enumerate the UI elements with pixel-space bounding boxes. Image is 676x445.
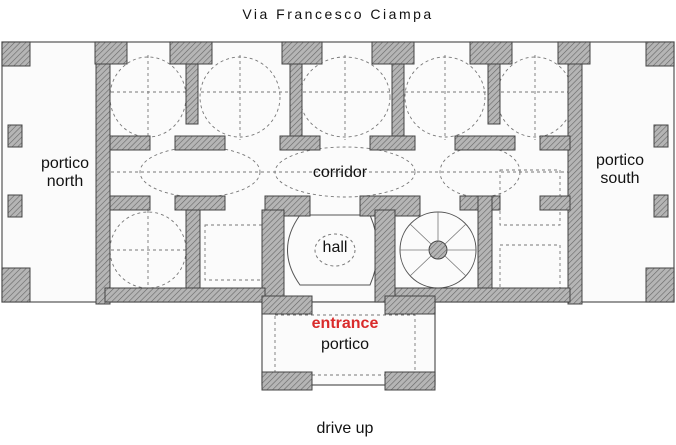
- walls: [1, 41, 675, 391]
- portico-south-line1: portico: [595, 152, 645, 169]
- street-name: Via Francesco Ciampa: [242, 6, 434, 22]
- entrance-label: entrance: [311, 315, 379, 332]
- portico-south-label: portico south: [590, 152, 650, 188]
- entrance-portico-label: portico: [320, 336, 370, 353]
- corridor-label: corridor: [312, 164, 368, 181]
- portico-north-line1: portico: [40, 155, 90, 172]
- hall-label: hall: [322, 239, 348, 256]
- portico-north-label: portico north: [30, 155, 100, 191]
- portico-south-line2: south: [600, 170, 640, 187]
- portico-north-line2: north: [46, 173, 84, 190]
- drive-up-label: drive up: [316, 420, 374, 437]
- entrance-portico-outline: [261, 301, 436, 386]
